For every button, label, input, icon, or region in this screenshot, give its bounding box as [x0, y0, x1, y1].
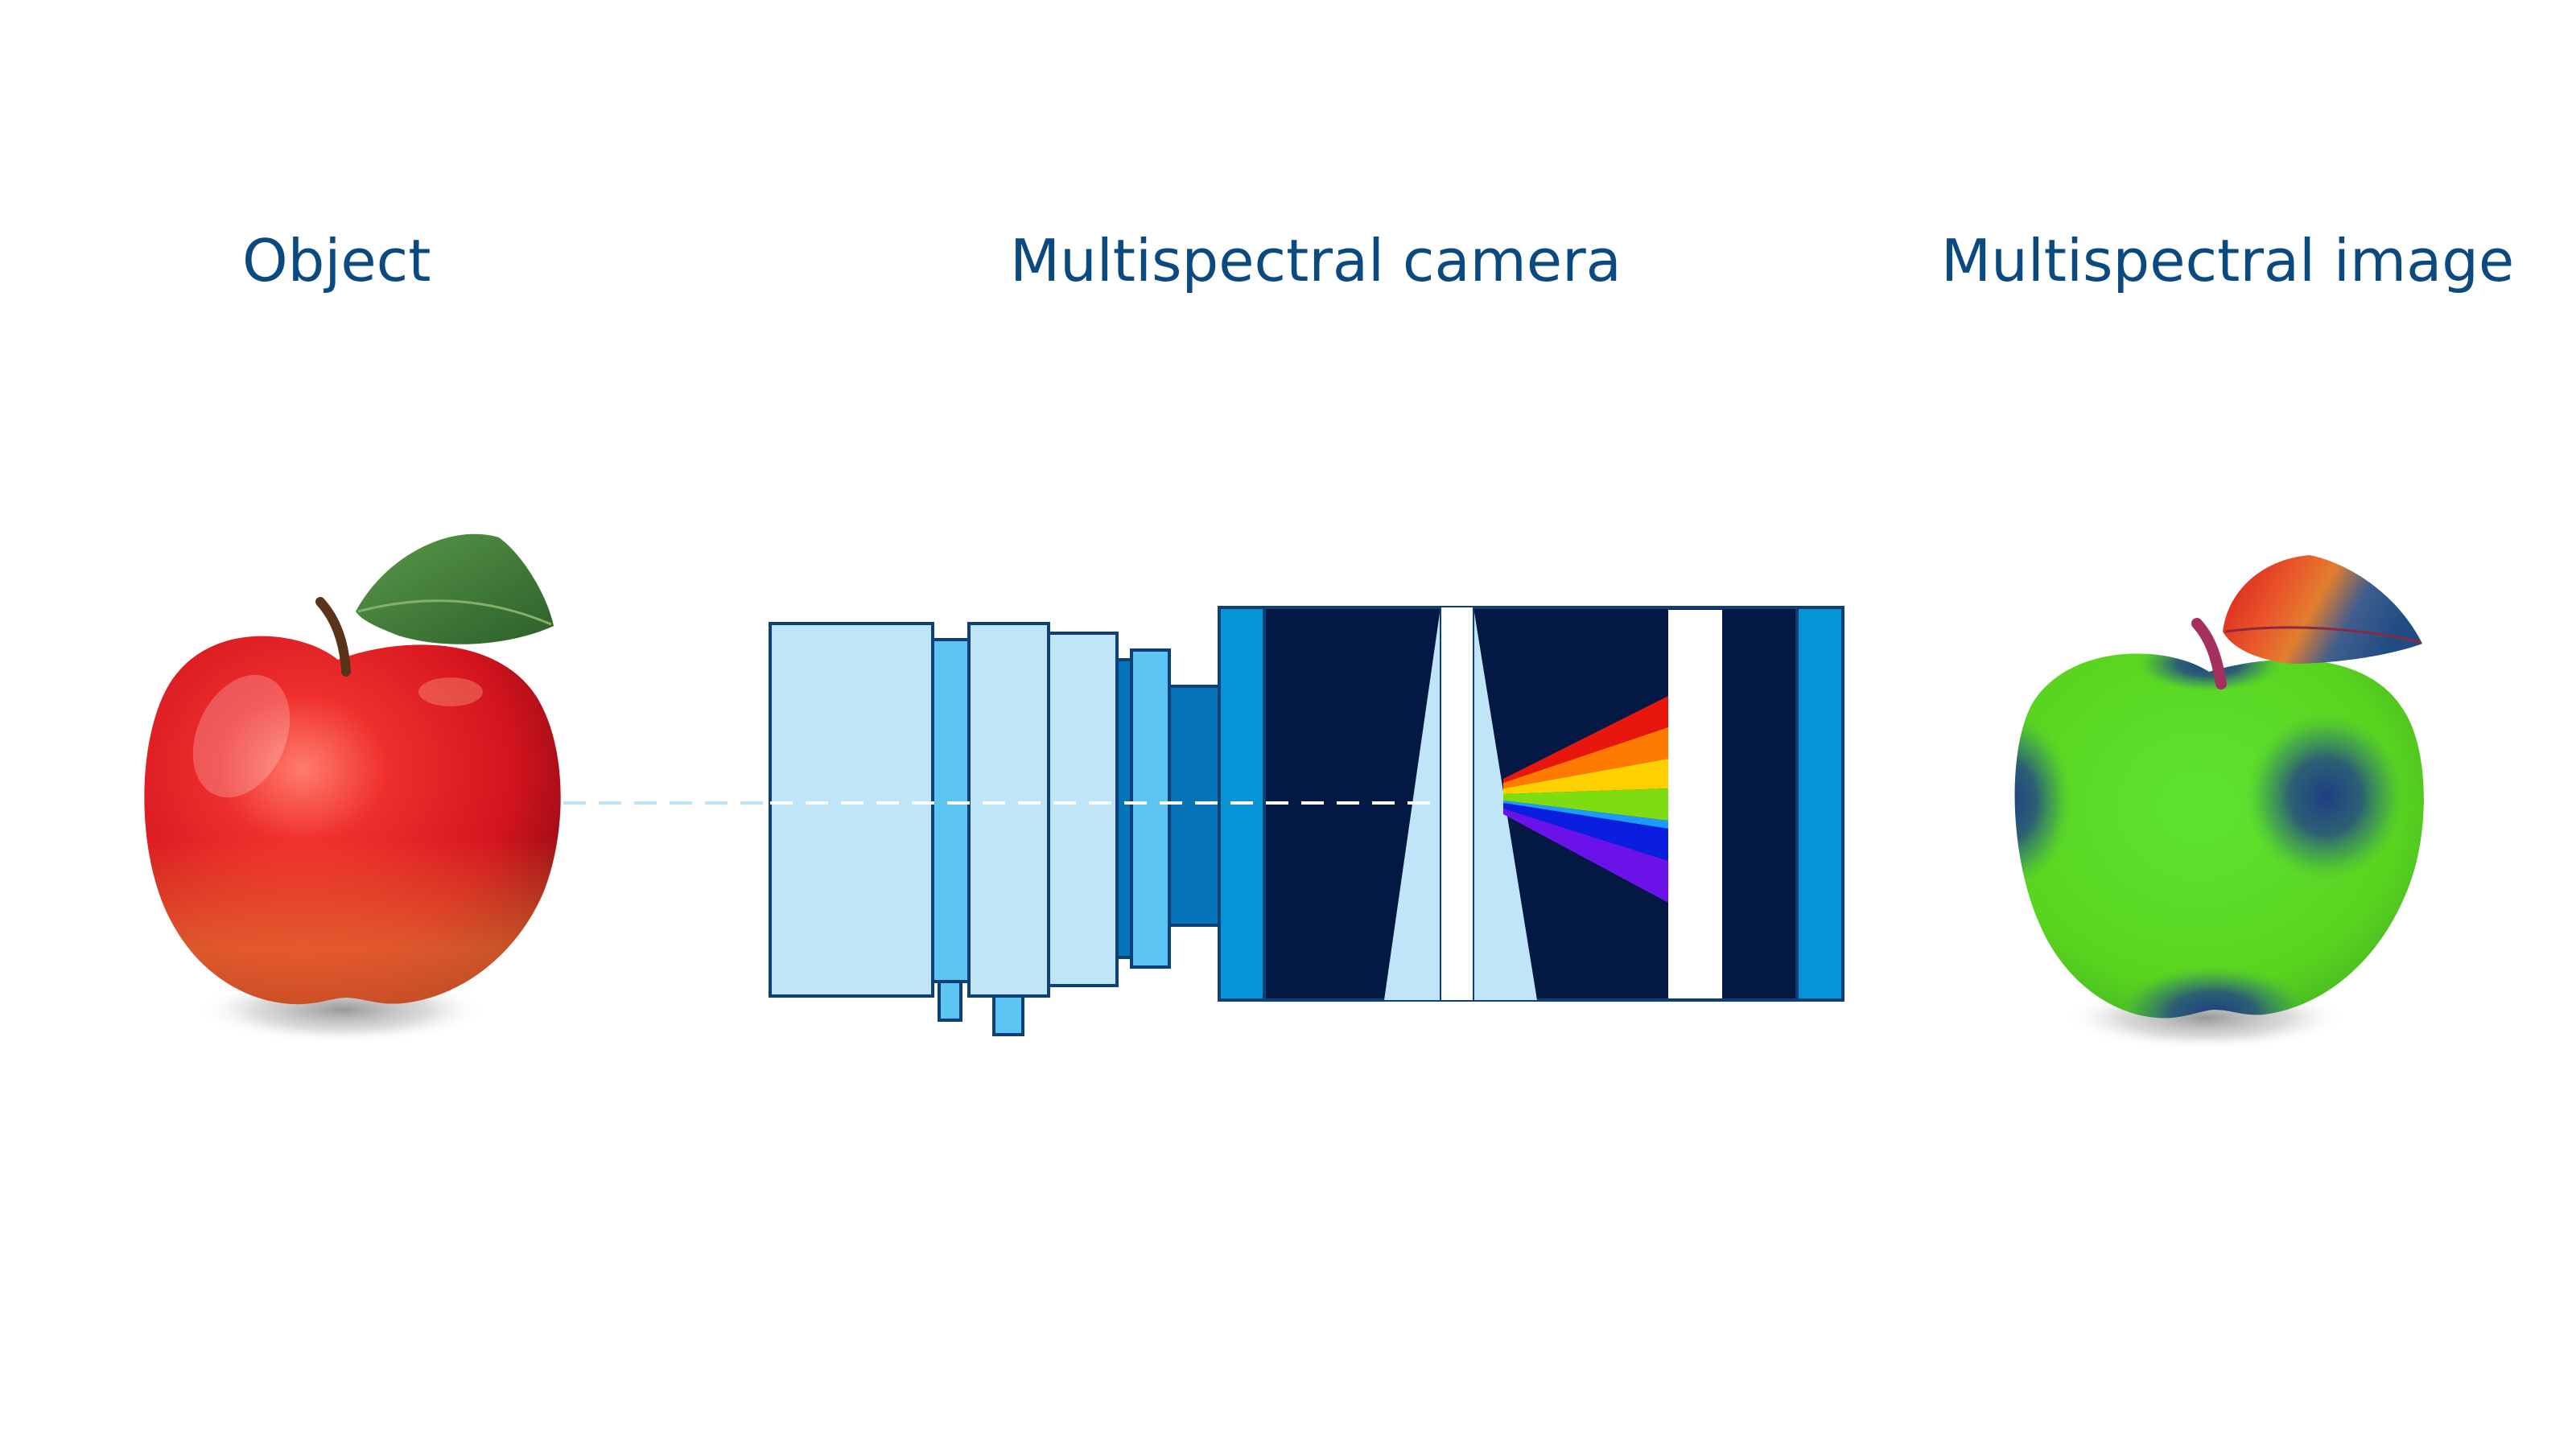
apple-highlight-small: [418, 677, 483, 706]
lens-focus-barrel: [967, 622, 1050, 998]
mapped-apple-leaf: [2223, 555, 2422, 664]
lens-ring-3: [1130, 648, 1171, 969]
multispectral-camera-icon: [769, 606, 1844, 1036]
mapped-leaf-vein: [2224, 626, 2421, 644]
prism-center: [1440, 607, 1473, 1000]
lens-aperture-barrel: [1047, 632, 1119, 987]
image-label: Multispectral image: [1941, 227, 2515, 294]
spectrum-orange: [1503, 727, 1668, 788]
spectrum-cyan: [1503, 801, 1668, 829]
apple-photo-icon: [144, 533, 561, 1044]
spectrum-red: [1503, 696, 1668, 783]
lens-screw-2: [992, 994, 1024, 1036]
apple-highlight: [192, 674, 291, 798]
spectrum-green: [1503, 788, 1668, 821]
apple-stem: [315, 597, 351, 677]
lens-ring-2: [1115, 658, 1133, 959]
image-sensor: [1668, 610, 1722, 998]
spectrum-yellow: [1503, 759, 1668, 794]
heat-spot-right: [2245, 712, 2406, 881]
camera-back-plate: [1795, 606, 1844, 1002]
apple-bottom-tint: [144, 636, 561, 1005]
lens-screw-1: [938, 980, 962, 1022]
spectrum-violet: [1503, 809, 1668, 903]
lens-front-barrel: [769, 622, 934, 998]
lens-ring-1: [931, 638, 971, 983]
camera-label: Multispectral camera: [1010, 227, 1622, 294]
false-color-apple-icon: [2014, 555, 2424, 1050]
spectrum-rays: [1503, 696, 1668, 903]
heat-spot-left: [2014, 712, 2072, 889]
mapped-apple-stem: [2191, 618, 2227, 690]
lens-mount: [1168, 685, 1221, 927]
object-label: Object: [242, 227, 431, 294]
spectrum-blue: [1503, 803, 1668, 861]
apple-leaf: [356, 533, 554, 644]
apple-leaf-vein: [357, 599, 552, 626]
